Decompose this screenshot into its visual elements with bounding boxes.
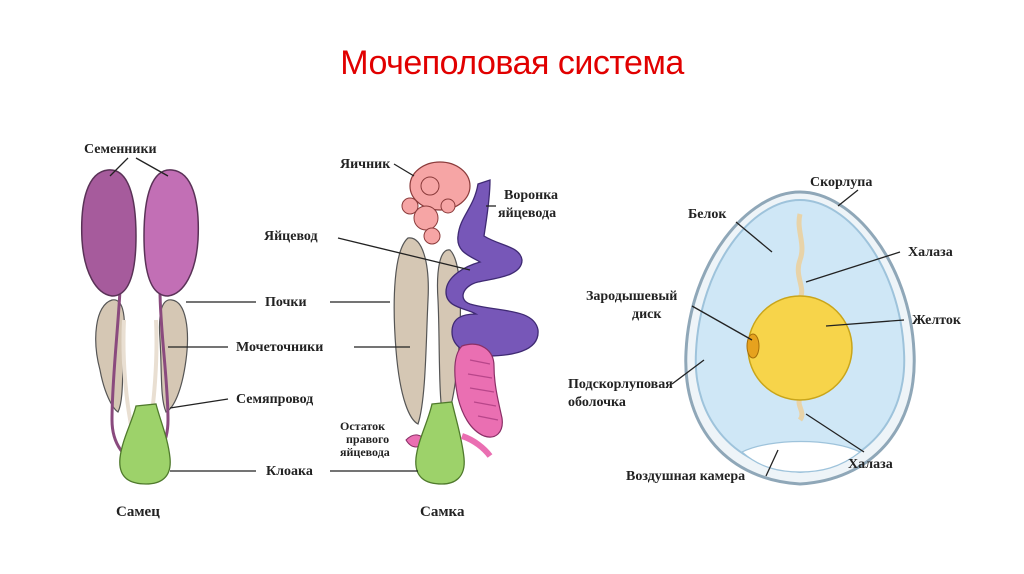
female-cloaca [416,402,464,484]
male-caption: Самец [116,504,160,520]
female-label-ovary: Яичник [340,157,391,172]
egg-label-chalaza-bottom: Халаза [848,457,893,472]
female-label-oviduct: Яйцевод [264,229,318,244]
egg-label-albumen: Белок [688,207,727,222]
male-left-testis [82,170,136,296]
egg-label-membrane-2: оболочка [568,395,626,410]
egg-label-germinal-disc-1: Зародышевый [586,289,677,304]
egg-yolk [748,296,852,400]
egg-label-shell: Скорлупа [810,175,872,190]
egg-chalaza-top [798,214,802,298]
male-kidneys [96,300,188,412]
egg-label-germinal-disc-2: диск [632,307,662,322]
female-shell-gland [455,344,503,437]
egg-label-membrane-1: Подскорлуповая [568,377,673,392]
male-cloaca [120,404,170,484]
male-label-kidneys: Почки [265,295,307,310]
female-label-remnant-2: правого [346,432,389,446]
male-label-ureters: Мочеточники [236,340,323,355]
egg-label-yolk: Желток [912,313,962,328]
female-caption: Самка [420,504,465,520]
female-label-remnant-3: яйцевода [340,445,390,459]
egg-diagram: Скорлупа Белок Халаза Зародышевый диск Ж… [568,175,962,484]
female-label-infundibulum-1: Воронка [504,188,558,203]
egg-label-air-cell: Воздушная камера [626,469,745,484]
male-right-testis [144,170,198,296]
female-label-infundibulum-2: яйцевода [498,206,556,221]
male-label-cloaca: Клоака [266,464,313,479]
male-label-testes: Семенники [84,142,157,157]
egg-label-chalaza-top: Халаза [908,245,953,260]
egg-chalaza-bottom [799,398,802,420]
male-diagram: Семенники Почки Мочеточники Семяпровод К… [82,142,324,520]
female-label-remnant-1: Остаток [340,419,385,433]
male-label-vas-deferens: Семяпровод [236,392,313,407]
